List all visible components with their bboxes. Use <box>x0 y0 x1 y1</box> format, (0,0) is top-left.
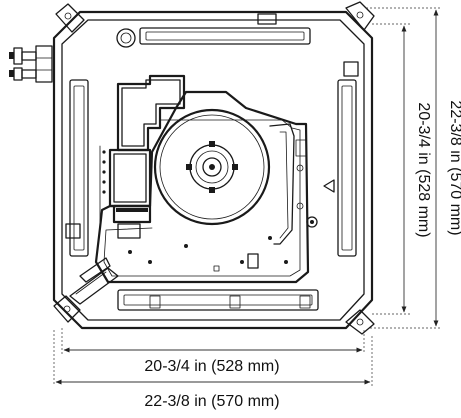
side-grille-right <box>337 79 357 257</box>
side-grille-top <box>139 27 311 45</box>
drain-pan-corner <box>69 257 119 305</box>
blower-fan <box>153 108 271 226</box>
refrigerant-pipe-connections <box>9 45 53 83</box>
plate-screws <box>128 236 288 272</box>
corner-bracket-top-right <box>345 1 375 31</box>
corner-bracket-bottom-left <box>53 295 81 323</box>
motor-bracket <box>269 123 335 245</box>
corner-bracket-top-left <box>55 3 85 33</box>
side-grille-left <box>69 79 89 257</box>
corner-bracket-bottom-right <box>345 309 375 335</box>
inner-height-label: 20-3/4 in (528 mm) <box>415 102 432 237</box>
top-mounting-tabs <box>65 13 359 239</box>
outer-height-label: 22-3/8 in (570 mm) <box>447 100 461 235</box>
dimension-extension-lines <box>53 7 440 386</box>
outer-width-label: 22-3/8 in (570 mm) <box>144 393 279 410</box>
side-grille-bottom <box>117 289 319 311</box>
drain-assembly <box>99 145 152 239</box>
inner-width-label: 20-3/4 in (528 mm) <box>144 358 279 375</box>
unit-body <box>52 10 374 330</box>
